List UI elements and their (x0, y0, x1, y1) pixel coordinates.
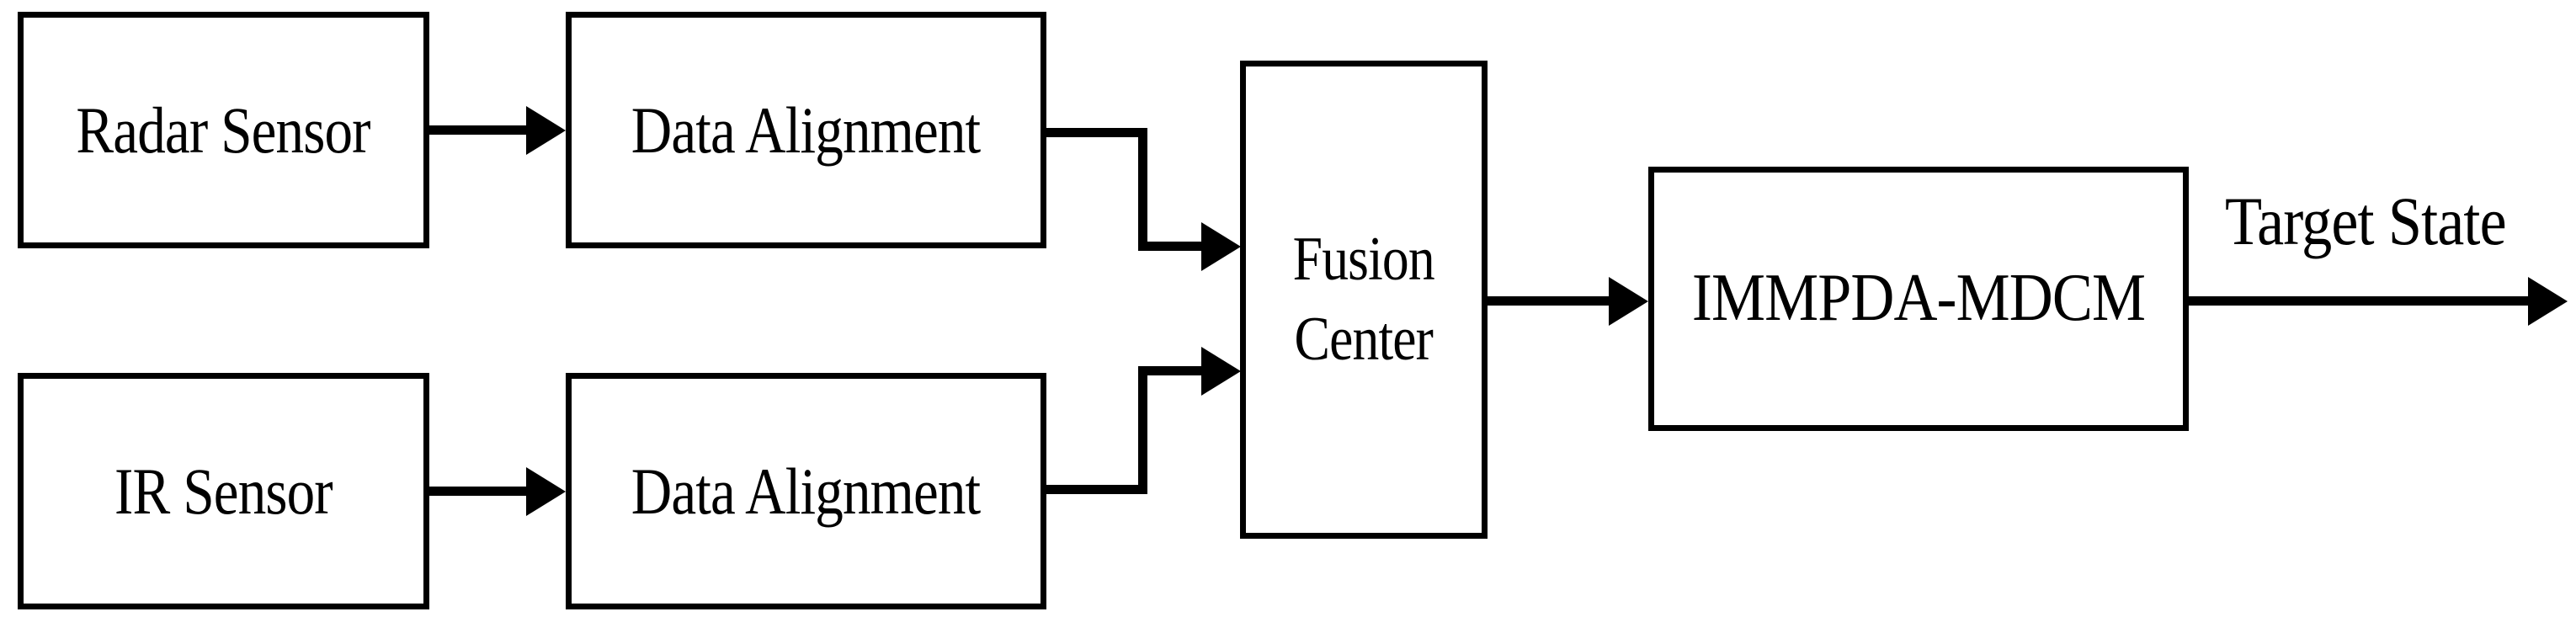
edge-ir-to-align-bottom-arrowhead (526, 467, 566, 516)
edge-fusion-to-immpda-arrowhead (1609, 277, 1648, 326)
node-ir-sensor-label: IR Sensor (114, 454, 333, 528)
node-radar-sensor-label: Radar Sensor (76, 93, 371, 167)
node-immpda-mdcm-label: IMMPDA-MDCM (1691, 261, 2146, 336)
node-immpda-mdcm[interactable]: IMMPDA-MDCM (1648, 167, 2189, 431)
edge-align-bottom-to-fusion-seg3 (1138, 366, 1206, 375)
edge-align-top-to-fusion-seg1 (1046, 128, 1147, 137)
node-data-alignment-bottom-label: Data Alignment (631, 454, 981, 528)
edge-align-bottom-to-fusion-arrowhead (1201, 347, 1241, 396)
node-radar-sensor[interactable]: Radar Sensor (18, 12, 429, 248)
edge-align-top-to-fusion-seg2 (1138, 128, 1147, 251)
node-ir-sensor[interactable]: IR Sensor (18, 373, 429, 609)
edge-align-bottom-to-fusion-seg2 (1138, 366, 1147, 494)
edge-ir-to-align-bottom-line (429, 487, 529, 496)
edge-radar-to-align-top-line (429, 125, 529, 135)
edge-align-top-to-fusion-arrowhead (1201, 222, 1241, 271)
node-data-alignment-bottom[interactable]: Data Alignment (566, 373, 1046, 609)
edge-fusion-to-immpda-line (1488, 296, 1610, 306)
node-fusion-center-label: Fusion Center (1292, 225, 1435, 374)
edge-radar-to-align-top-arrowhead (526, 106, 566, 155)
edge-immpda-to-output-line (2189, 296, 2530, 306)
edge-immpda-to-output-arrowhead (2528, 277, 2568, 326)
edge-align-top-to-fusion-seg3 (1138, 242, 1206, 251)
edge-align-bottom-to-fusion-seg1 (1046, 485, 1147, 494)
node-data-alignment-top-label: Data Alignment (631, 93, 981, 167)
node-fusion-center[interactable]: Fusion Center (1240, 61, 1488, 539)
node-data-alignment-top[interactable]: Data Alignment (566, 12, 1046, 248)
caption-target-state: Target State (2225, 183, 2507, 259)
